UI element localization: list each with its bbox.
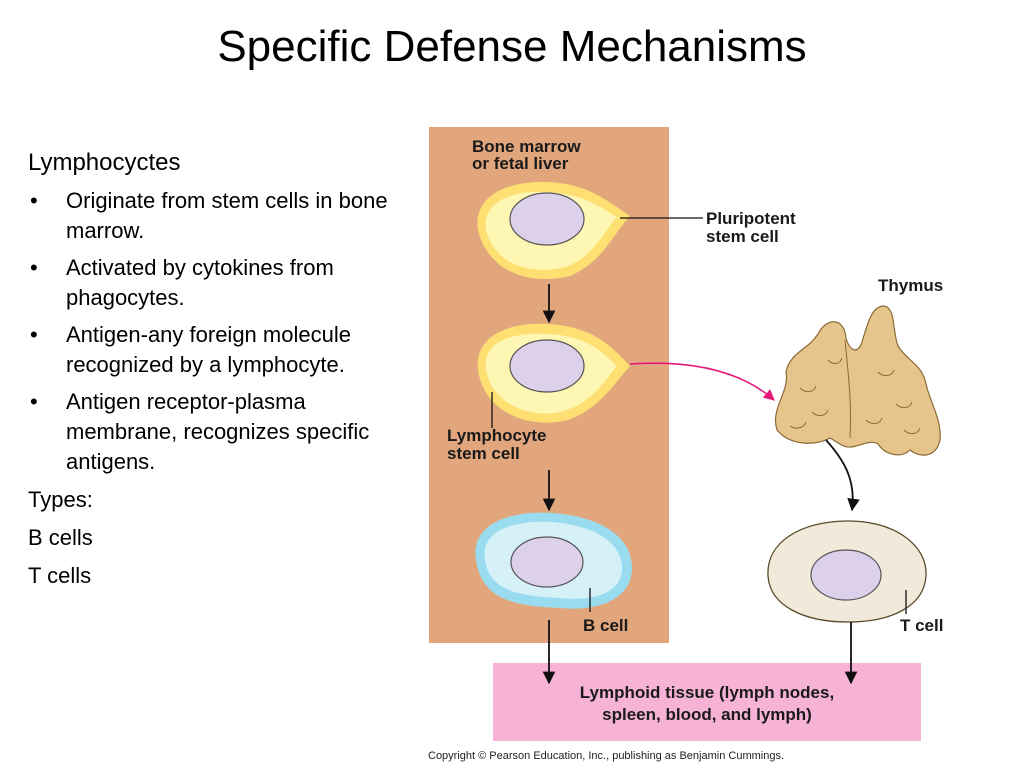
lymphocyte-bullet-list: Originate from stem cells in bone marrow… <box>28 186 403 477</box>
pluripotent-stem-cell-label: Pluripotent <box>706 209 796 228</box>
t-cell-label: T cell <box>900 616 943 635</box>
left-text-panel: Lymphocyctes Originate from stem cells i… <box>28 148 403 599</box>
lymphoid-tissue-box <box>493 663 921 741</box>
bullet-item: Antigen receptor-plasma membrane, recogn… <box>28 387 403 477</box>
bone-marrow-label: or fetal liver <box>472 154 569 173</box>
bone-marrow-label: Bone marrow <box>472 137 581 156</box>
thymus-label: Thymus <box>878 276 943 295</box>
bullet-item: Activated by cytokines from phagocytes. <box>28 253 403 313</box>
type-t-cells: T cells <box>28 563 92 588</box>
lymphocyte-stem-cell <box>477 323 630 423</box>
thymus-organ <box>774 305 941 456</box>
nucleus-icon <box>509 192 585 246</box>
migration-arrow-icon <box>629 362 775 401</box>
lymphocyte-stem-cell-label: Lymphocyte <box>447 426 547 445</box>
nucleus-icon <box>509 339 585 393</box>
lymphoid-tissue-label: spleen, blood, and lymph) <box>602 705 812 724</box>
nucleus-icon <box>810 549 882 601</box>
arrow-curve-icon <box>825 439 860 512</box>
t-cell <box>767 520 927 623</box>
lymphocytes-heading: Lymphocyctes <box>28 149 181 176</box>
types-label: Types: <box>28 487 93 512</box>
lymphoid-tissue-label: Lymphoid tissue (lymph nodes, <box>580 683 834 702</box>
b-cell-label: B cell <box>583 616 628 635</box>
bullet-item: Antigen-any foreign molecule recognized … <box>28 320 403 380</box>
slide-title: Specific Defense Mechanisms <box>217 22 807 71</box>
type-b-cells: B cells <box>28 525 93 550</box>
copyright-notice: Copyright © Pearson Education, Inc., pub… <box>428 750 784 762</box>
pluripotent-stem-cell <box>477 181 630 280</box>
lymphocyte-stem-cell-label: stem cell <box>447 444 520 463</box>
b-cell <box>475 512 632 609</box>
pluripotent-stem-cell-label: stem cell <box>706 227 779 246</box>
bullet-item: Originate from stem cells in bone marrow… <box>28 186 403 246</box>
nucleus-icon <box>510 536 584 588</box>
